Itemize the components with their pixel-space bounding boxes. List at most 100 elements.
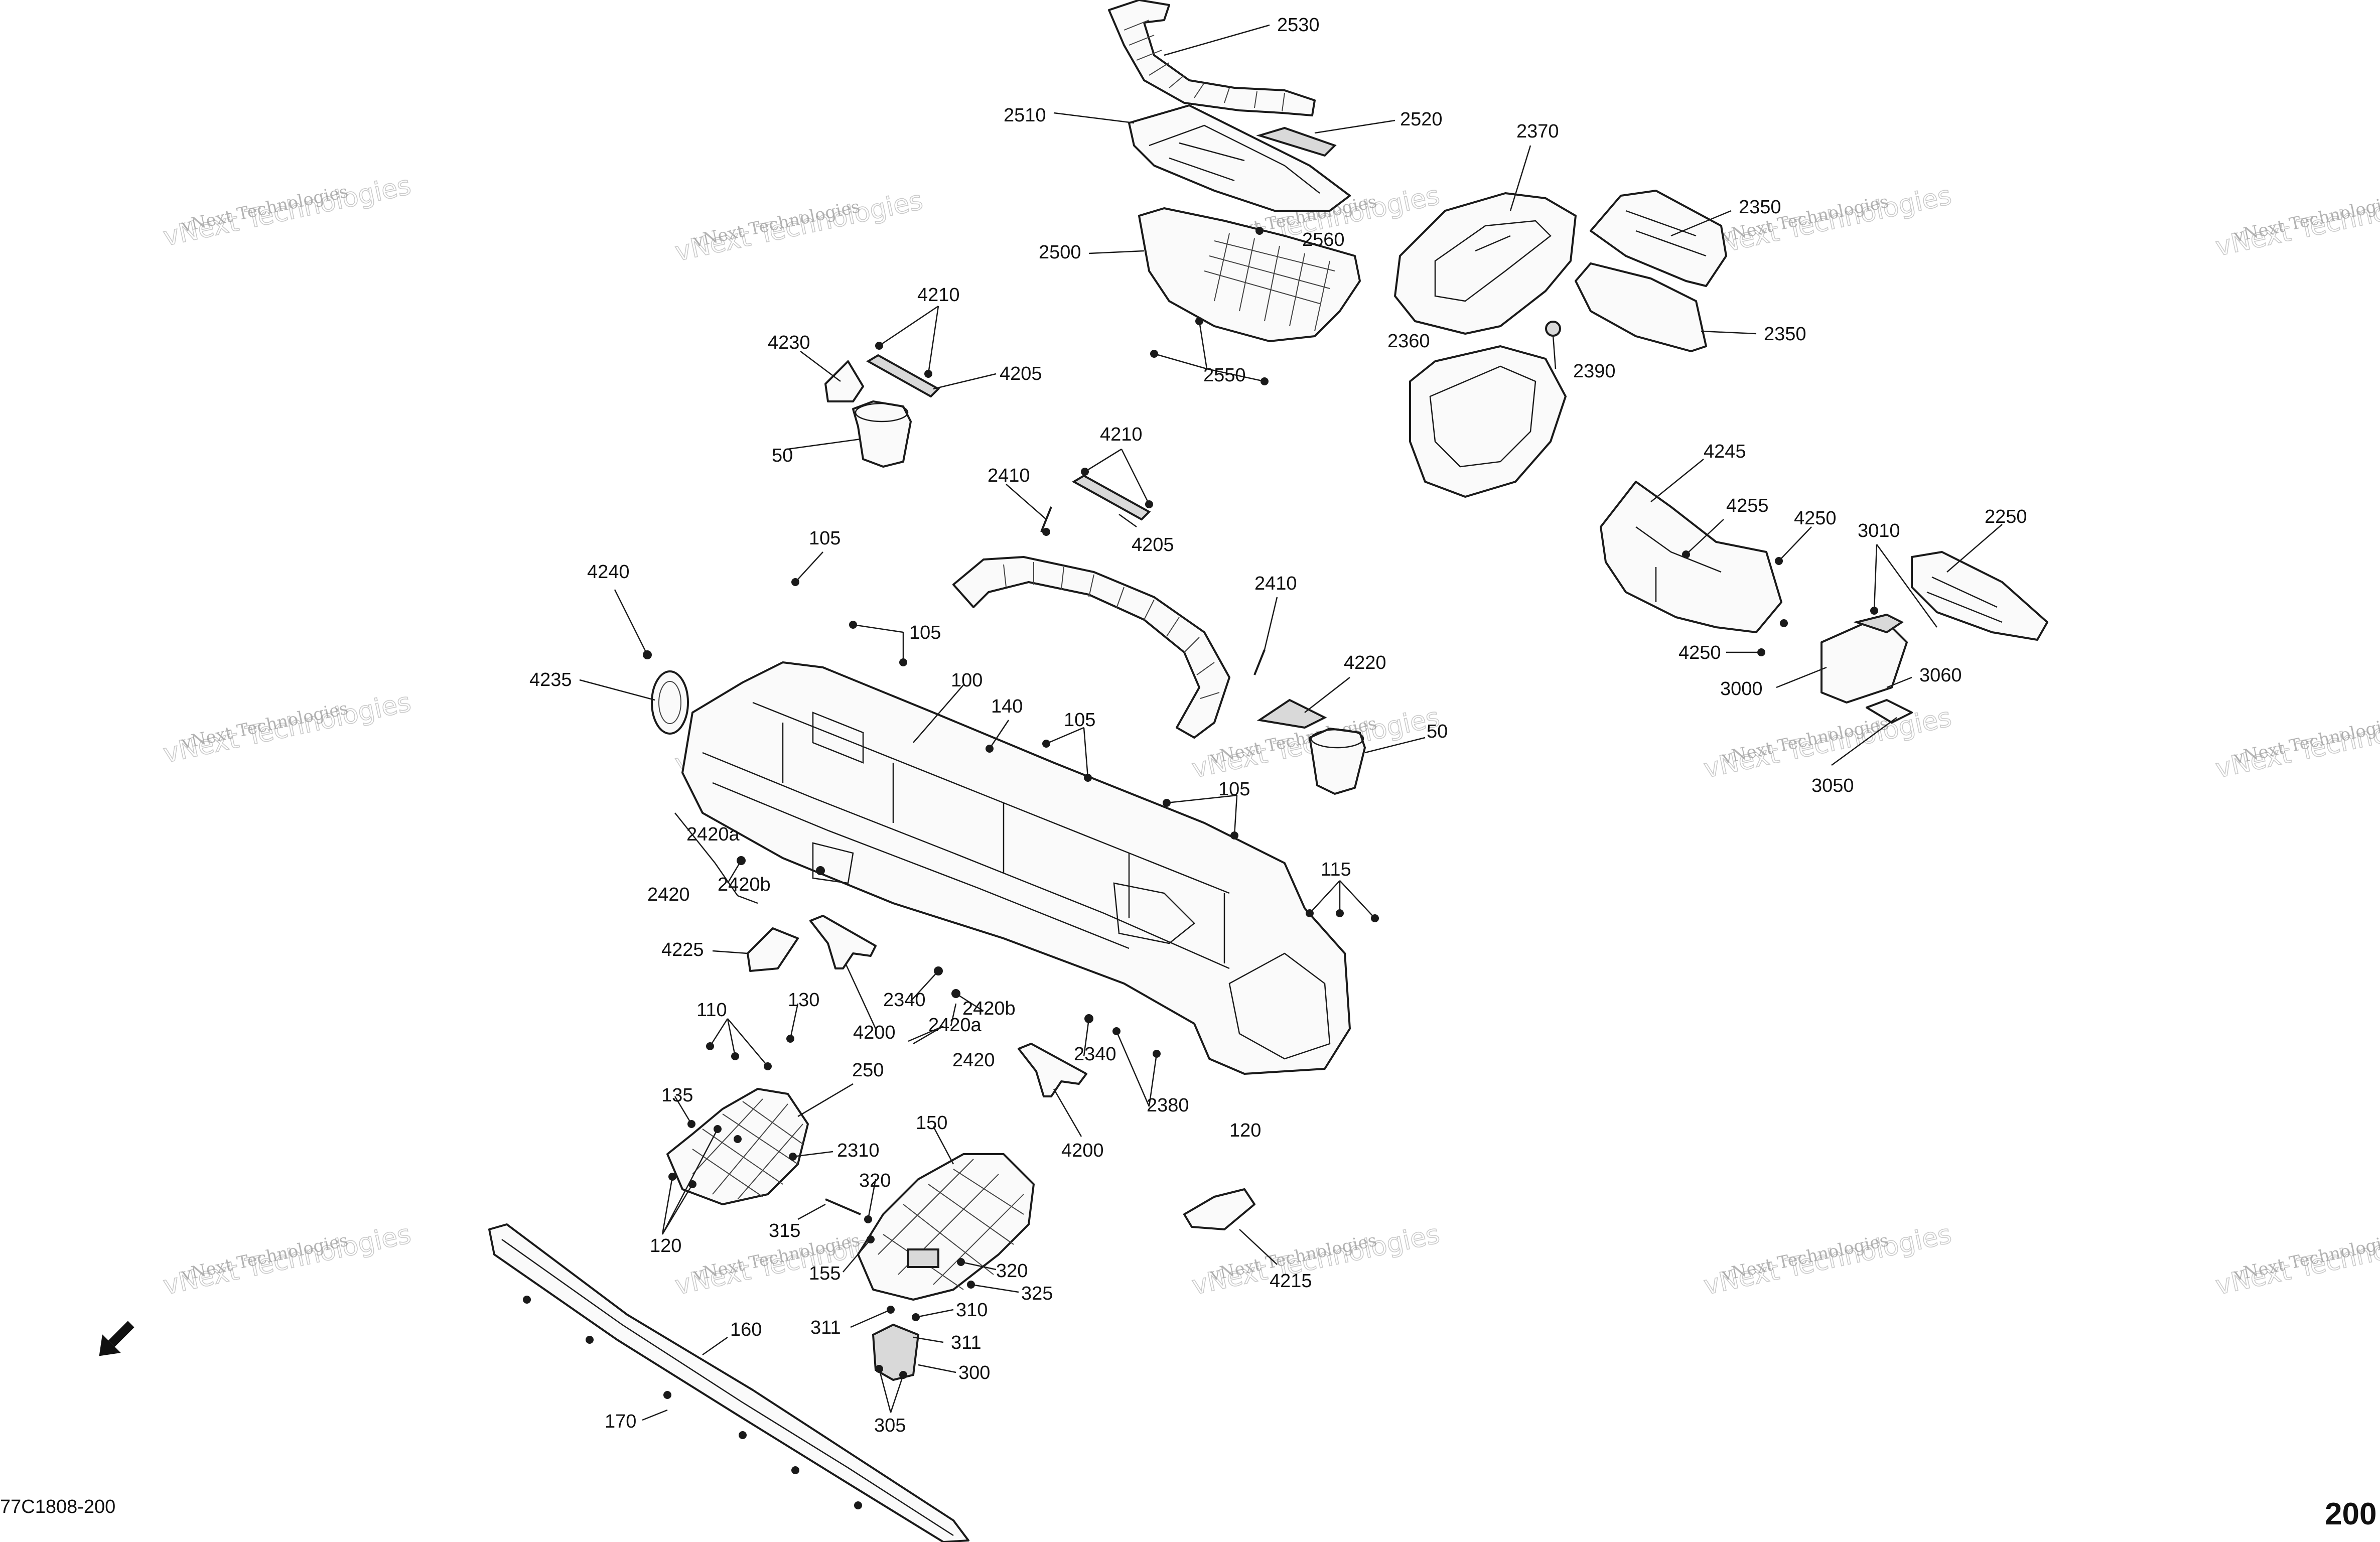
part-50-rim <box>855 402 909 423</box>
leader-line <box>1053 1088 1082 1137</box>
callout-label: 4210 <box>917 285 960 306</box>
leader-line <box>915 1309 954 1318</box>
leader-line <box>955 993 984 1012</box>
leader-line <box>1006 484 1047 520</box>
screw <box>1042 528 1050 536</box>
callout-label: 2550 <box>1203 365 1246 386</box>
callout-label: 135 <box>661 1085 693 1106</box>
callout-label: 3050 <box>1811 775 1854 796</box>
leader-line <box>1776 666 1827 688</box>
part-100-cupwell-right <box>1113 882 1195 944</box>
leader-line <box>797 1203 826 1220</box>
screw <box>1780 619 1788 627</box>
callout-label: 2340 <box>883 990 926 1011</box>
leader-line <box>792 1151 833 1158</box>
screw <box>816 866 825 875</box>
callout-label: 170 <box>605 1411 636 1432</box>
drawing-code: 77C1808-200 <box>0 1496 115 1517</box>
part-160-bumper-edge <box>501 1238 954 1536</box>
leader-line <box>661 1129 719 1235</box>
leader-line <box>1264 597 1278 650</box>
leader-line <box>1886 676 1912 688</box>
watermark: vNext Technologies vNext Technologies <box>2212 1219 2380 1302</box>
leader-line <box>800 351 841 382</box>
leader-line <box>1046 727 1089 778</box>
part-2250-detail <box>1926 576 2003 623</box>
callout-label: 2510 <box>1004 105 1046 126</box>
watermark: vNext Technologies vNext Technologies <box>2212 180 2380 263</box>
screw <box>854 1501 862 1509</box>
part-2400-hose <box>952 556 1230 739</box>
callout-label: 50 <box>772 445 793 466</box>
leader-line <box>867 1179 877 1220</box>
leader-line <box>1053 112 1135 124</box>
callout-label: 250 <box>852 1060 884 1081</box>
part-2510-tray <box>1128 104 1351 212</box>
leader-line <box>1118 513 1137 528</box>
callout-label: 4230 <box>768 332 810 353</box>
callout-label: 2420a <box>928 1015 982 1036</box>
leader-line <box>1364 737 1426 754</box>
callout-label: 2420b <box>962 998 1016 1019</box>
leader-line <box>789 1003 799 1039</box>
part-2500-bin <box>1138 207 1361 342</box>
part-3010-clip <box>1853 613 1904 634</box>
leader-line <box>845 963 877 1029</box>
leader-line <box>787 438 861 450</box>
leader-line <box>712 950 748 954</box>
leader-line <box>918 1364 956 1373</box>
callout-label: 2560 <box>1302 229 1345 250</box>
leader-line <box>1309 880 1375 919</box>
leader-line <box>702 1336 728 1356</box>
callout-label: 150 <box>916 1112 947 1134</box>
callout-label: 325 <box>1021 1283 1053 1304</box>
callout-label: 2310 <box>837 1140 880 1161</box>
callout-label: 4210 <box>1100 424 1143 445</box>
part-100-end-cap <box>1228 952 1331 1060</box>
part-2370-detail <box>1434 220 1552 302</box>
callout-label: 4245 <box>1704 441 1746 462</box>
part-4205-strip-center <box>1072 474 1151 521</box>
callout-label: 110 <box>696 1000 727 1021</box>
callout-label: 3010 <box>1858 520 1900 541</box>
callout-label: 4220 <box>1344 652 1386 673</box>
callout-label: 4240 <box>587 562 630 583</box>
callout-label: 2420b <box>718 874 771 895</box>
part-4245-panel <box>1600 481 1782 633</box>
screw <box>663 1391 671 1399</box>
callout-labels: 2530 2510 2520 2370 2350 2350 2560 2500 … <box>529 15 2027 1436</box>
leader-line <box>1166 794 1238 836</box>
leader-line <box>908 1025 944 1045</box>
callout-label: 315 <box>769 1220 800 1241</box>
part-50-right-rim <box>1310 729 1364 749</box>
callout-label: 305 <box>874 1415 906 1436</box>
leader-line <box>1083 1018 1090 1057</box>
part-4200-bracket-left <box>809 915 877 969</box>
part-2530-duct <box>1108 0 1316 116</box>
leader-line <box>933 373 997 390</box>
callout-label: 2420a <box>686 824 740 845</box>
callout-label: 105 <box>1064 710 1095 731</box>
arrow-front-icon <box>99 1321 134 1356</box>
callout-label: 2530 <box>1277 15 1320 36</box>
callout-label: 2350 <box>1764 324 1806 345</box>
leader-line <box>1946 524 2003 573</box>
leader-line <box>853 624 904 662</box>
watermark: vNext Technologies vNext Technologies <box>160 687 414 770</box>
callout-label: 2420 <box>952 1050 995 1071</box>
part-100-cupwell-left <box>812 712 864 764</box>
part-2370-cover <box>1394 192 1577 335</box>
callout-label: 4200 <box>853 1022 896 1043</box>
callout-label: 2360 <box>1387 331 1430 352</box>
callout-label: 320 <box>859 1170 891 1191</box>
callout-label: 4235 <box>529 669 572 690</box>
callout-label: 2380 <box>1147 1095 1189 1116</box>
leader-line <box>989 720 1010 749</box>
callout-label: 115 <box>1321 859 1351 880</box>
leader-line <box>642 1409 668 1421</box>
leader-line <box>1778 526 1812 562</box>
callout-label: 4250 <box>1794 508 1837 529</box>
callout-label: 120 <box>650 1235 681 1256</box>
screw <box>586 1336 594 1344</box>
watermark: vNext Technologies vNext Technologies <box>2212 702 2380 785</box>
